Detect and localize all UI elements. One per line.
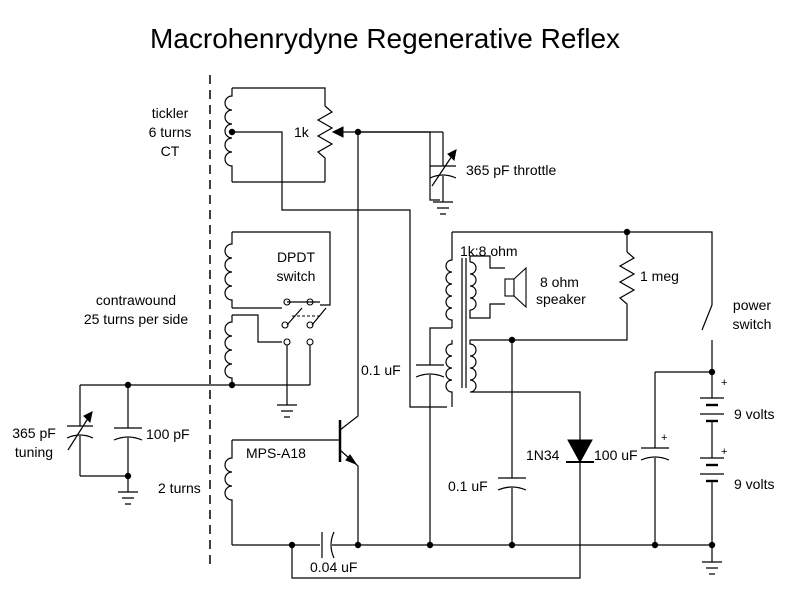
- label-dpdt-switch: switch: [277, 268, 316, 284]
- capacitor-0-04uf: [321, 531, 335, 559]
- pot-1k: [316, 105, 334, 182]
- tickler-coil: [224, 88, 233, 182]
- contrawound-coil-upper: [224, 232, 233, 308]
- audio-transformer: [429, 231, 713, 440]
- label-cap-0-04uf: 0.04 uF: [310, 559, 357, 575]
- label-cap-100pf: 100 pF: [146, 426, 190, 442]
- battery-upper: [700, 372, 724, 458]
- capacitor-100pf: [113, 427, 143, 441]
- label-transistor: MPS-A18: [246, 445, 306, 461]
- diagram-title: Macrohenrydyne Regenerative Reflex: [150, 23, 620, 54]
- label-power-switch: switch: [733, 316, 772, 332]
- label-transformer: 1k:8 ohm: [460, 243, 518, 259]
- label-power: power: [733, 297, 771, 313]
- label-battery-upper: 9 volts: [734, 406, 774, 422]
- power-switch: [701, 304, 713, 372]
- label-pot-1k: 1k: [294, 124, 310, 140]
- label-cap-plus: +: [661, 432, 667, 444]
- pot-wiper-arrow: [331, 126, 344, 138]
- speaker-icon: [504, 266, 527, 309]
- label-contrawound: contrawound: [96, 292, 176, 308]
- ground-symbol-throttle: [433, 201, 453, 215]
- ground-symbol-main: [702, 561, 722, 575]
- ground-symbol-tuning: [118, 491, 138, 505]
- label-resistor-1meg: 1 meg: [640, 268, 679, 284]
- label-cap-0-1uf-upper: 0.1 uF: [361, 362, 401, 378]
- tuning-capacitor: [66, 411, 94, 476]
- label-two-turns: 2 turns: [158, 480, 201, 496]
- resistor-1meg: [618, 251, 636, 341]
- label-throttle-cap: 365 pF throttle: [466, 162, 556, 178]
- label-cap-100uf: 100 uF: [594, 447, 638, 463]
- label-battery-plus-lower: +: [721, 446, 727, 458]
- contrawound-coil-lower: [224, 315, 233, 385]
- label-contrawound-turns: 25 turns per side: [84, 311, 188, 327]
- label-speaker: speaker: [536, 291, 586, 307]
- label-tickler-turns: 6 turns: [149, 124, 192, 140]
- label-tuning: tuning: [15, 444, 53, 460]
- label-diode: 1N34: [526, 447, 560, 463]
- label-tickler-ct: CT: [161, 143, 180, 159]
- label-tickler: tickler: [152, 105, 189, 121]
- transistor-mps-a18: [338, 132, 359, 545]
- diode-1n34: [566, 439, 594, 464]
- label-speaker-ohm: 8 ohm: [540, 274, 579, 290]
- label-battery-lower: 9 volts: [734, 476, 774, 492]
- ground-symbol-dpdt: [277, 404, 297, 418]
- label-tuning-pf: 365 pF: [12, 425, 56, 441]
- label-dpdt: DPDT: [277, 249, 316, 265]
- label-cap-0-1uf-lower: 0.1 uF: [448, 478, 488, 494]
- label-battery-plus-upper: +: [721, 377, 727, 389]
- capacitor-0-1uf-upper: [415, 364, 445, 378]
- battery-lower: [700, 457, 724, 562]
- throttle-capacitor: [429, 132, 457, 202]
- capacitor-0-1uf-lower: [497, 477, 527, 491]
- capacitor-100uf: [640, 447, 670, 461]
- two-turn-coil: [224, 440, 233, 545]
- dpdt-switch: [281, 298, 327, 405]
